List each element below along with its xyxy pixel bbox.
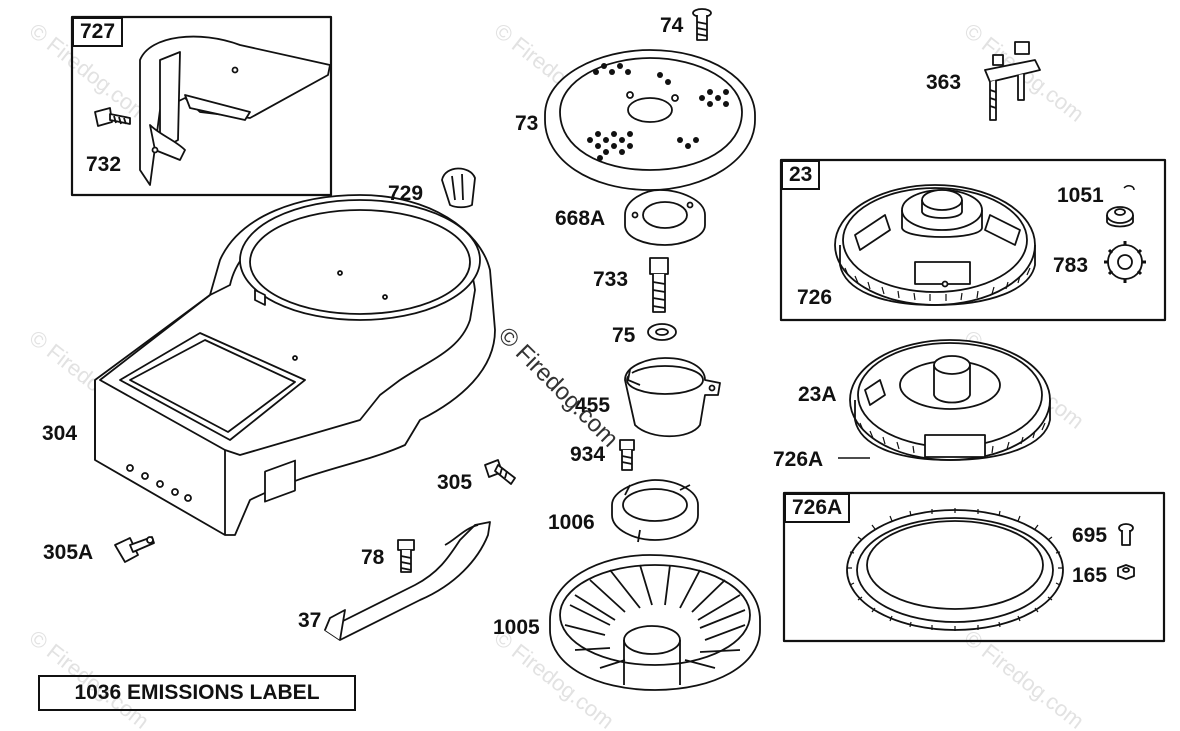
gear-783 — [1104, 241, 1146, 283]
flywheel-fan-1005 — [549, 554, 761, 691]
callout-73: 73 — [515, 112, 539, 135]
box-label-726A: 726A — [784, 493, 851, 523]
washer-75 — [647, 323, 677, 341]
callout-668A: 668A — [555, 207, 606, 230]
callout-783: 783 — [1053, 254, 1089, 277]
callout-1051: 1051 — [1057, 184, 1104, 207]
callout-75: 75 — [612, 324, 636, 347]
flywheel-23A — [849, 339, 1051, 461]
emissions-label-text: 1036 EMISSIONS LABEL — [74, 681, 320, 704]
callout-732: 732 — [86, 153, 122, 176]
baffle-727 — [139, 35, 331, 186]
callout-78: 78 — [361, 546, 385, 569]
callout-1006: 1006 — [548, 511, 595, 534]
bracket-455 — [624, 357, 721, 438]
callout-37: 37 — [298, 609, 322, 632]
callout-726A: 726A — [773, 448, 824, 471]
callout-1005: 1005 — [493, 616, 540, 639]
starter-cup-1006 — [611, 479, 699, 543]
screw-305A — [114, 536, 155, 563]
callout-23A: 23A — [798, 383, 837, 406]
blower-housing-304 — [94, 194, 496, 536]
screw-934 — [619, 439, 635, 471]
screw-732 — [94, 107, 131, 127]
callout-695: 695 — [1072, 524, 1108, 547]
emissions-label-box: 1036 EMISSIONS LABEL — [38, 675, 356, 711]
nut-1051 — [1106, 206, 1134, 228]
retainer-668A — [624, 189, 706, 246]
screw-78 — [397, 539, 415, 573]
callout-304: 304 — [42, 422, 78, 445]
callout-455: 455 — [575, 394, 611, 417]
callout-733: 733 — [593, 268, 629, 291]
box-727-frame — [70, 15, 333, 197]
grommet-729 — [441, 167, 476, 209]
callout-729: 729 — [388, 182, 424, 205]
nut-165 — [1117, 564, 1135, 580]
key-1051 — [1123, 185, 1135, 191]
callout-305: 305 — [437, 471, 473, 494]
callout-363: 363 — [926, 71, 962, 94]
callout-305A: 305A — [43, 541, 94, 564]
callout-165: 165 — [1072, 564, 1108, 587]
box-label-727: 727 — [72, 17, 124, 47]
rotating-screen-73 — [544, 49, 756, 191]
screw-74 — [692, 8, 712, 41]
screw-733 — [649, 257, 669, 313]
screw-305 — [484, 459, 516, 485]
air-guide-37 — [324, 521, 491, 641]
callout-74: 74 — [660, 14, 684, 37]
box-726A-frame — [782, 491, 1166, 643]
callout-934: 934 — [570, 443, 606, 466]
box-23-frame — [779, 158, 1167, 322]
box-label-23: 23 — [781, 160, 821, 190]
brake-assembly-363 — [984, 41, 1041, 121]
callout-726: 726 — [797, 286, 833, 309]
screw-695 — [1118, 523, 1134, 546]
flywheel-23 — [834, 184, 1036, 306]
ring-gear-726A — [846, 508, 1064, 631]
